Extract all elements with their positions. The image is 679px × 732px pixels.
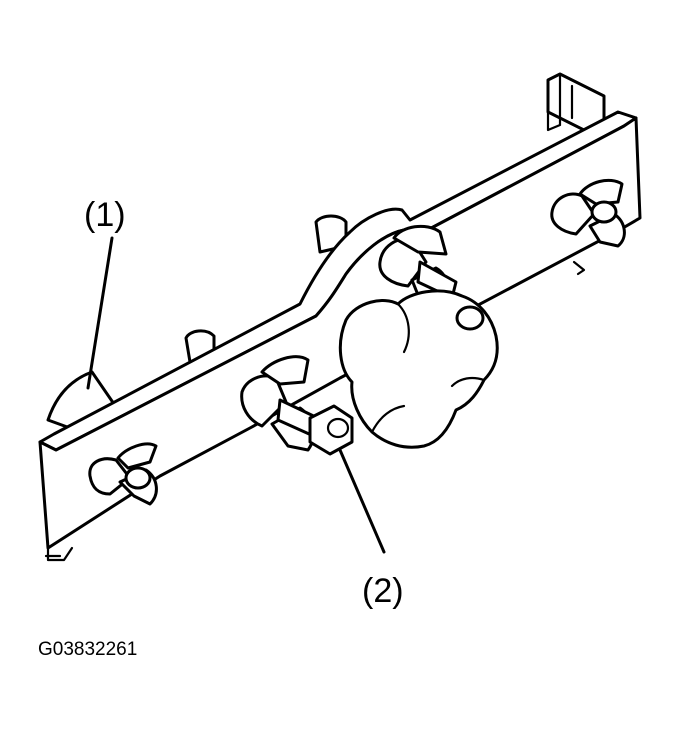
main-bar xyxy=(38,110,642,562)
left-foot xyxy=(46,370,116,430)
figure-id: G03832261 xyxy=(38,639,137,660)
wing-nut-left xyxy=(88,442,158,506)
large-knob xyxy=(338,289,499,449)
callout-2: (2) xyxy=(362,572,404,610)
wing-nut-right xyxy=(550,178,626,248)
callout-1: (1) xyxy=(84,196,126,234)
leader-line-2 xyxy=(338,448,386,554)
hex-nut xyxy=(308,404,354,456)
wing-nut-upper xyxy=(378,224,458,306)
leader-line-1 xyxy=(86,236,114,390)
